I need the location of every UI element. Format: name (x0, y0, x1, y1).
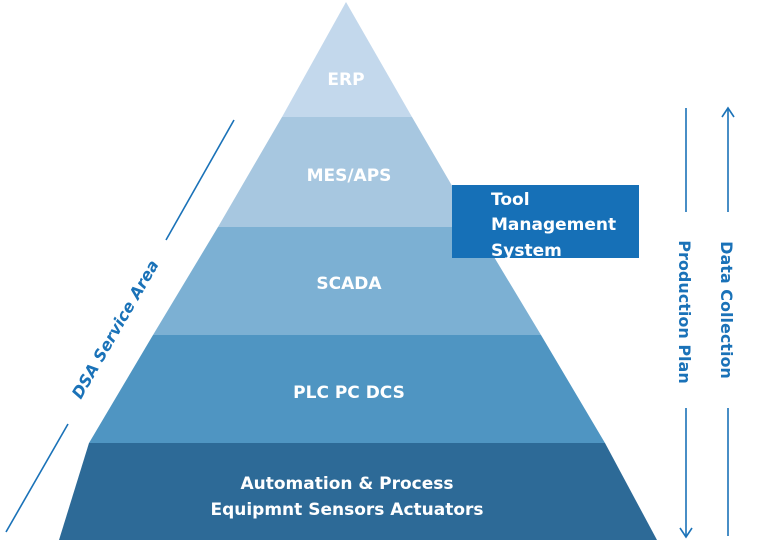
tier-automation-label-line2: Equipmnt Sensors Actuators (210, 500, 483, 520)
tier-plc-pc-dcs-label: PLC PC DCS (293, 383, 405, 403)
tool-management-line3: System (491, 241, 562, 261)
tier-automation-label-line1: Automation & Process (240, 474, 453, 494)
tier-mes-aps-label: MES/APS (307, 166, 392, 186)
tier-scada (153, 227, 541, 335)
service-area-line-lower (5, 423, 69, 533)
tool-management-box: Tool Management System (452, 185, 639, 261)
arrow-up-icon (721, 106, 735, 118)
tool-management-box-bg (452, 185, 639, 258)
tier-scada-label: SCADA (316, 274, 382, 294)
tier-mes-aps (218, 117, 476, 227)
production-plan-label: Production Plan (675, 240, 694, 383)
data-collection-indicator: Data Collection (717, 106, 736, 536)
tool-management-line2: Management (491, 215, 616, 235)
tool-management-line1: Tool (491, 190, 530, 210)
tier-automation (59, 443, 657, 540)
tier-erp (282, 2, 412, 117)
tier-erp-label: ERP (327, 70, 364, 90)
production-plan-indicator: Production Plan (675, 108, 694, 539)
tier-plc-pc-dcs (89, 335, 605, 443)
pyramid (59, 2, 657, 540)
data-collection-label: Data Collection (717, 241, 736, 379)
service-area-line-upper (165, 119, 235, 241)
arrow-down-icon (679, 527, 693, 539)
